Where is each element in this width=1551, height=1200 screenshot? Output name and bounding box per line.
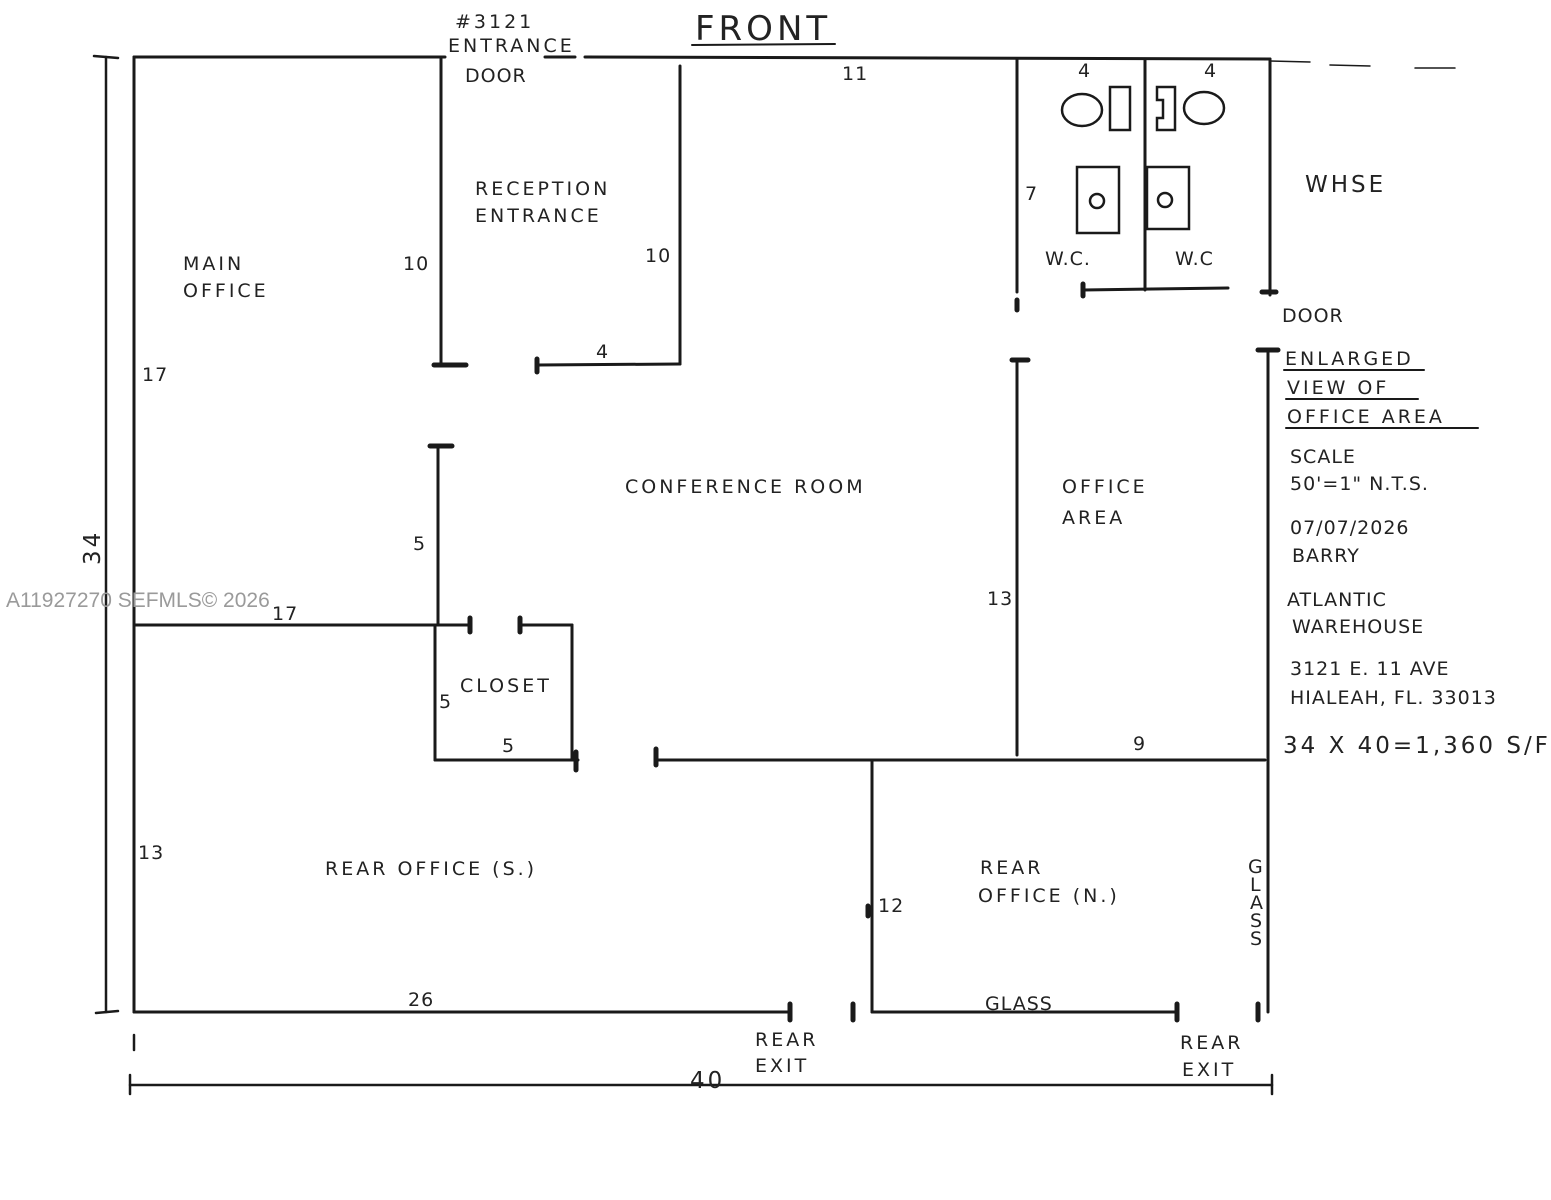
office-area-label-1: OFFICE: [1062, 476, 1148, 498]
whse-door-label: DOOR: [1282, 305, 1344, 327]
rear-exit-right-2: EXIT: [1182, 1059, 1236, 1081]
legend-area: 34 X 40=1,360 S/F: [1283, 733, 1551, 759]
conference-room-label: CONFERENCE ROOM: [625, 476, 866, 498]
glass-bottom-label: GLASS: [985, 993, 1053, 1015]
main-office-label-2: OFFICE: [183, 280, 269, 302]
rear-exit-right-1: REAR: [1180, 1032, 1243, 1054]
legend-title-1: ENLARGED: [1285, 348, 1414, 370]
rear-office-n-label-2: OFFICE (N.): [978, 885, 1120, 907]
sink-right-icon: [1182, 90, 1226, 126]
front-top-dimension: 11: [842, 63, 868, 85]
overall-depth-label: 34: [80, 530, 106, 565]
address-tag: #3121: [455, 11, 534, 33]
reception-bottom-dim: 4: [596, 341, 609, 363]
glass-side-g: G: [1248, 856, 1264, 878]
legend-title-3: OFFICE AREA: [1287, 406, 1445, 428]
legend-address-2: HIALEAH, FL. 33013: [1290, 687, 1497, 709]
toilet-right-bowl-icon: [1156, 191, 1174, 209]
overall-width-label: 40: [690, 1068, 725, 1094]
rear-exit-left-2: EXIT: [755, 1055, 809, 1077]
legend-scale-value: 50'=1" N.T.S.: [1290, 473, 1429, 495]
rear-office-s-width-dim: 26: [408, 989, 434, 1011]
reception-label-2: ENTRANCE: [475, 205, 602, 227]
reception-right-dim: 10: [645, 245, 671, 267]
legend-address-1: 3121 E. 11 AVE: [1290, 658, 1449, 680]
glass-side-l: L: [1250, 874, 1262, 896]
counter-right-icon: [1155, 85, 1177, 132]
reception-left-dim: 10: [403, 253, 429, 275]
reception-label-1: RECEPTION: [475, 178, 610, 200]
closet-side-dim: 5: [439, 691, 452, 713]
legend-date: 07/07/2026: [1290, 517, 1410, 539]
office-area-width-dim: 9: [1133, 733, 1146, 755]
legend-author: BARRY: [1292, 545, 1360, 567]
rear-exit-left-1: REAR: [755, 1029, 818, 1051]
rear-office-n-label-1: REAR: [980, 857, 1043, 879]
wc-left-label: W.C.: [1045, 248, 1091, 270]
legend-company-1: ATLANTIC: [1287, 589, 1387, 611]
entrance-door-label: DOOR: [465, 65, 527, 87]
mls-watermark: A11927270 SEFMLS© 2026: [6, 589, 270, 612]
rear-office-n-depth-dim: 12: [878, 895, 904, 917]
closet-bottom-dim: 5: [502, 735, 515, 757]
dimension-lines: [92, 54, 1456, 1096]
restroom-fixtures: [1060, 85, 1226, 235]
front-label: FRONT: [695, 9, 831, 49]
toilet-right-icon: [1145, 165, 1191, 231]
rear-office-s-label: REAR OFFICE (S.): [325, 858, 537, 880]
wc-depth: 7: [1025, 183, 1038, 205]
main-office-label-1: MAIN: [183, 253, 244, 275]
wc-left-width: 4: [1078, 60, 1091, 82]
hall-segment-dim: 5: [413, 533, 426, 555]
entrance-label: ENTRANCE: [448, 35, 575, 57]
legend-scale-label: SCALE: [1290, 446, 1356, 468]
main-office-width: 17: [272, 603, 298, 625]
glass-side-a: A: [1250, 892, 1264, 914]
whse-label: WHSE: [1305, 172, 1386, 198]
walls: [132, 55, 1272, 1014]
closet-label: CLOSET: [460, 675, 552, 697]
office-area-depth-dim: 13: [987, 588, 1013, 610]
door-jambs: [427, 281, 1281, 1023]
main-office-depth: 17: [142, 364, 168, 386]
glass-side-s1: S: [1250, 910, 1263, 932]
reception-south-wall: [536, 362, 682, 367]
wc-right-label: W.C: [1175, 248, 1214, 270]
office-area-label-2: AREA: [1062, 507, 1125, 529]
counter-left-icon: [1108, 85, 1132, 132]
wc-right-width: 4: [1204, 60, 1217, 82]
sink-left-icon: [1060, 92, 1104, 128]
legend-company-2: WAREHOUSE: [1292, 616, 1424, 638]
front-wall-right: [583, 55, 1272, 61]
toilet-left-icon: [1075, 165, 1121, 235]
glass-side-s2: S: [1250, 928, 1263, 950]
wc-south-wall: [1081, 286, 1230, 292]
rear-office-s-depth-dim: 13: [138, 842, 164, 864]
toilet-left-bowl-icon: [1088, 192, 1106, 210]
legend-title-2: VIEW OF: [1287, 377, 1389, 399]
